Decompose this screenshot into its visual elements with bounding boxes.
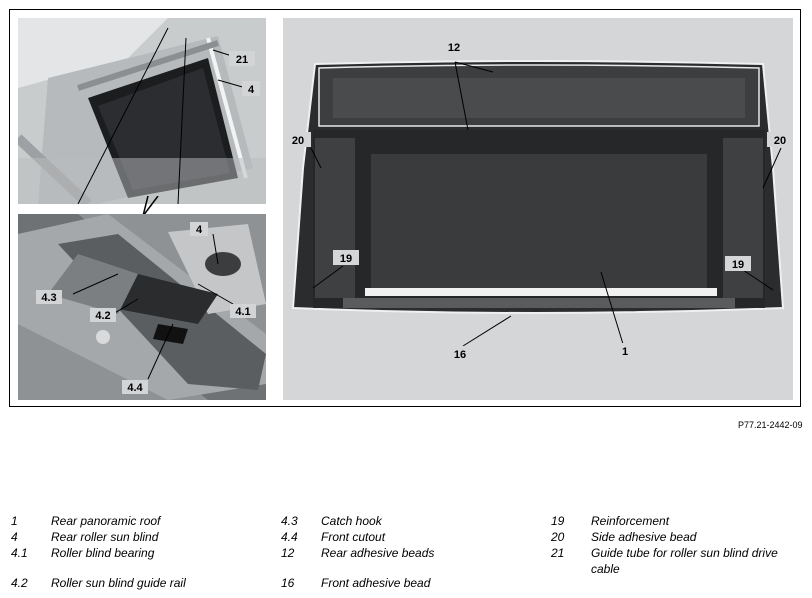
- callout-19-left: 19: [340, 253, 352, 265]
- legend-item: 4.4 Front cutout: [281, 529, 521, 545]
- callout-4-4: 4.4: [127, 382, 143, 394]
- legend-number: 4.3: [281, 514, 298, 528]
- panoramic-roof-illustration: 12 20 20 19 19 16 1: [283, 18, 793, 400]
- panel-connector-lines: [142, 196, 159, 216]
- legend-text: Roller sun blind guide rail: [51, 576, 186, 590]
- legend-item: 20 Side adhesive bead: [551, 529, 809, 545]
- legend-item: 4.1 Roller blind bearing: [11, 545, 251, 561]
- legend-text: Rear roller sun blind: [51, 530, 159, 544]
- legend-text: Reinforcement: [591, 514, 670, 528]
- legend-number: 16: [281, 576, 295, 590]
- photo-guide-tube-detail: 21 4: [18, 18, 266, 204]
- legend-item: 19 Reinforcement: [551, 513, 809, 529]
- legend-number: 4.1: [11, 546, 28, 560]
- legend-item: 12 Rear adhesive beads: [281, 545, 521, 561]
- callout-4-3: 4.3: [41, 292, 56, 304]
- callout-4-top: 4: [248, 84, 255, 96]
- legend-column-3: 19 Reinforcement 20 Side adhesive bead 21 G…: [551, 513, 809, 576]
- legend-item: 21 Guide tube for roller sun blind drive …: [551, 545, 809, 576]
- legend-number: 19: [551, 514, 565, 528]
- guide-tube-illustration: 21 4: [18, 18, 266, 204]
- callout-12: 12: [448, 42, 460, 54]
- legend-item: 4.2 Roller sun blind guide rail: [11, 575, 251, 591]
- legend-number: 12: [281, 546, 295, 560]
- callout-4-2: 4.2: [95, 310, 110, 322]
- legend-number: 4.2: [11, 576, 28, 590]
- callout-21: 21: [236, 54, 248, 66]
- callout-20-right: 20: [774, 135, 786, 147]
- callout-1: 1: [622, 346, 628, 358]
- legend-item: 4.3 Catch hook: [281, 513, 521, 529]
- legend-number: 20: [551, 530, 565, 544]
- callout-4-1: 4.1: [235, 306, 250, 318]
- legend-column-2: 4.3 Catch hook 4.4 Front cutout 12 Rear adh…: [281, 513, 521, 591]
- legend-number: 1: [11, 514, 18, 528]
- legend-number: 4: [11, 530, 18, 544]
- callout-16: 16: [454, 349, 466, 361]
- legend-item: 4 Rear roller sun blind: [11, 529, 251, 545]
- callout-4-bottom: 4: [196, 224, 203, 236]
- guide-rail-illustration: 4 4.3 4.1 4.2 4.4: [18, 214, 266, 400]
- legend-column-1: 1 Rear panoramic roof 4 Rear roller sun bl…: [11, 513, 251, 591]
- legend-text: Side adhesive bead: [591, 530, 697, 544]
- legend-number: 21: [551, 546, 565, 560]
- legend-text: Catch hook: [321, 514, 382, 528]
- legend-text: Front cutout: [321, 530, 386, 544]
- legend-text: Rear adhesive beads: [321, 546, 435, 560]
- legend-text: Rear panoramic roof: [51, 514, 161, 528]
- callout-19-right: 19: [732, 259, 744, 271]
- photo-guide-rail-detail: 4 4.3 4.1 4.2 4.4: [18, 214, 266, 400]
- legend-text: Front adhesive bead: [321, 576, 431, 590]
- legend-text: Guide tube for roller sun blind drive ca…: [591, 546, 778, 576]
- legend-text: Roller blind bearing: [51, 546, 155, 560]
- callout-20-left: 20: [292, 135, 304, 147]
- legend-item: 16 Front adhesive bead: [281, 575, 521, 591]
- figure-id: P77.21-2442-09: [738, 420, 803, 430]
- legend-item: 1 Rear panoramic roof: [11, 513, 251, 529]
- legend-number: 4.4: [281, 530, 298, 544]
- photo-rear-panoramic-roof: 12 20 20 19 19 16 1: [283, 18, 793, 400]
